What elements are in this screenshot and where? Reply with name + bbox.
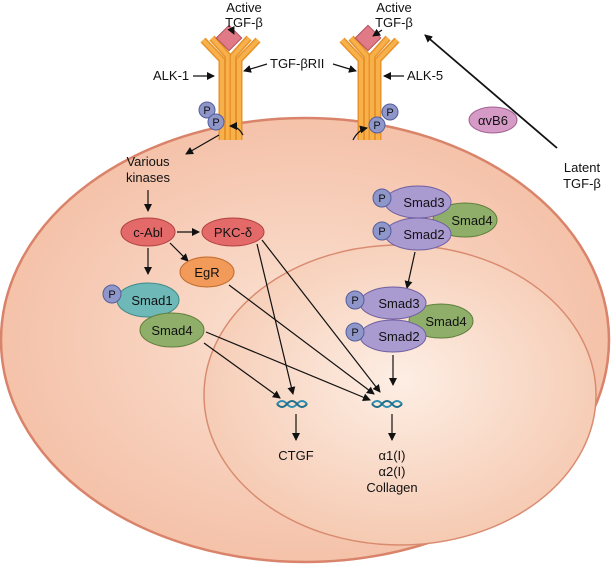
active-tgf-label-right-1: Active (376, 0, 411, 15)
p-smad1-label: P (108, 289, 115, 301)
various-kinases-1: Various (126, 154, 170, 169)
smad2-nuc-label: Smad2 (378, 329, 419, 344)
arrow-egr-to-collagen (228, 284, 375, 395)
svg-text:P: P (203, 105, 210, 117)
arrow-phos-right (352, 125, 368, 141)
receptor-left (200, 24, 261, 140)
p-receptor-left: P P (198, 101, 225, 131)
c-abl-node (120, 217, 176, 247)
p-smad2-nuc (345, 322, 365, 342)
various-kinases-2: kinases (126, 170, 171, 185)
arrow-smad4-to-ctgf (203, 342, 281, 399)
receptor-right (339, 24, 400, 140)
p-smad2-top (372, 221, 392, 241)
active-tgf-label-left-2: TGF-β (225, 15, 263, 30)
collagen-gene-dna (371, 400, 403, 408)
active-tgf-label-left-1: Active (226, 0, 261, 15)
latent-label-2: TGF-β (563, 176, 601, 191)
egr-node (179, 256, 235, 288)
arrow-brii-right (332, 63, 357, 73)
arrow-brii-left (243, 63, 268, 73)
c-abl-label: c-Abl (133, 225, 163, 240)
arrow-smad4-to-collagen (205, 331, 371, 402)
smad4-left-label: Smad4 (151, 323, 192, 338)
pkc-delta-label: PKC-δ (214, 225, 252, 240)
smad3-nuc-label: Smad3 (378, 296, 419, 311)
collagen-label-1: α1(I) (378, 448, 405, 463)
collagen-label-2: α2(I) (378, 464, 405, 479)
arrow-phos-left (229, 122, 244, 136)
avb6-label: αvB6 (478, 113, 508, 128)
p-smad3-top (372, 188, 392, 208)
latent-label-1: Latent (564, 160, 601, 175)
arrow-smad-to-nucleus (404, 251, 416, 289)
collagen-label-3: Collagen (366, 480, 417, 495)
svg-text:P: P (212, 117, 219, 129)
tgf-beta-ligand-left (215, 24, 243, 52)
smad2-top-label: Smad2 (403, 227, 444, 242)
svg-text:P: P (373, 120, 380, 132)
svg-text:P: P (386, 107, 393, 119)
smad4-nuc-node (408, 303, 474, 339)
p-smad2-nuc-label: P (351, 327, 358, 339)
ctgf-gene-dna (276, 400, 308, 408)
p-smad2-top-label: P (378, 226, 385, 238)
smad4-top-label: Smad4 (451, 213, 492, 228)
smad1-label: Smad1 (131, 293, 172, 308)
egr-label: EgR (194, 265, 219, 280)
alk1-label: ALK-1 (153, 68, 189, 83)
smad4-nuc-label: Smad4 (425, 314, 466, 329)
p-smad3-nuc (345, 290, 365, 310)
alk5-label: ALK-5 (407, 68, 443, 83)
p-smad1 (102, 284, 122, 304)
p-smad3-nuc-label: P (351, 295, 358, 307)
active-tgf-label-right-2: TGF-β (375, 15, 413, 30)
pkc-delta-node (201, 217, 265, 247)
ctgf-label: CTGF (278, 448, 313, 463)
p-smad3-top-label: P (378, 193, 385, 205)
arrow-active-left (227, 25, 235, 35)
p-receptor-right: P P (368, 103, 399, 134)
arrow-cabl-to-egr (169, 242, 189, 262)
arrow-active-right (372, 28, 383, 37)
smad4-left-node (139, 312, 205, 348)
avb6-node (468, 106, 518, 134)
tgf-brii-label: TGF-βRII (270, 56, 324, 71)
arrow-pkc-to-collagen (261, 239, 381, 393)
arrow-to-kinases (185, 134, 220, 155)
smad3-top-label: Smad3 (403, 195, 444, 210)
arrow-latent-to-active (424, 34, 558, 149)
